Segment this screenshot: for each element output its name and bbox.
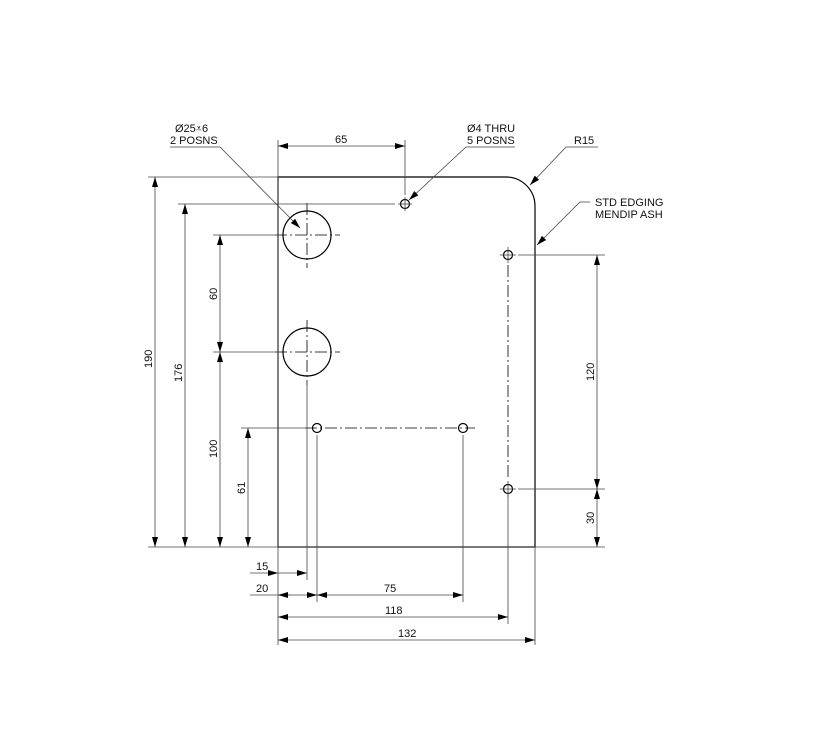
extension-lines [148,140,605,645]
dim-118: 118 [385,605,403,617]
dim-30: 30 [585,512,597,524]
dim-15: 15 [256,561,268,573]
counterbore-note-line1: Ø25⩡6 [175,123,208,135]
dim-176: 176 [173,364,185,382]
edging-note-line1: STD EDGING [595,197,663,209]
dim-190: 190 [143,350,155,368]
thru-note-line1: Ø4 THRU [467,123,515,135]
dim-100: 100 [208,440,220,458]
thru-holes [305,197,516,497]
dim-65: 65 [335,134,347,146]
dim-60: 60 [208,288,220,300]
counterbore-holes [275,203,340,385]
dim-132: 132 [398,628,416,640]
thru-note-line2: 5 POSNS [467,135,515,147]
leader-lines [170,146,598,246]
radius-note: R15 [574,135,594,147]
counterbore-note-line2: 2 POSNS [170,135,218,147]
dim-120: 120 [585,363,597,381]
panel-outline [277,176,536,548]
dim-61: 61 [236,482,248,494]
dimension-lines [152,143,600,643]
dim-20: 20 [256,583,268,595]
edging-note-line2: MENDIP ASH [595,209,663,221]
dim-75: 75 [384,583,396,595]
